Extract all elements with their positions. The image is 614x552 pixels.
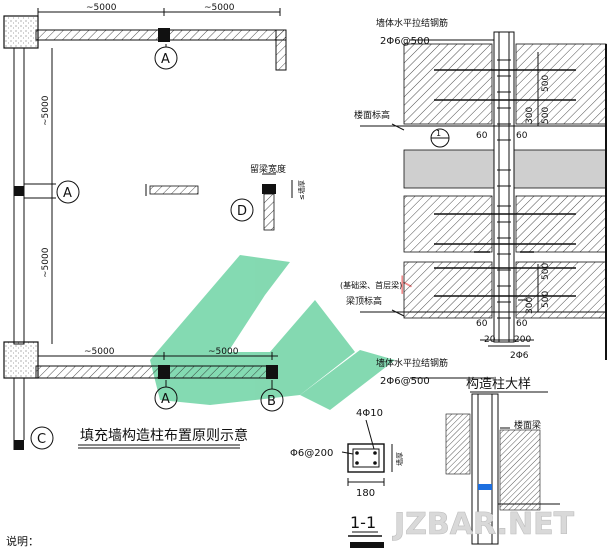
dim-60-lower-right: 60 xyxy=(516,319,528,329)
bottom-rebar-label: 墙体水平拉结钢筋 xyxy=(376,357,448,369)
top-rebar-label: 墙体水平拉结钢筋 xyxy=(376,17,448,29)
detail-title: 构造柱大样 xyxy=(466,377,531,392)
plan-view xyxy=(3,8,293,450)
dim-500-upper-2: 500 xyxy=(541,107,551,124)
stirrup-spec: Φ6@200 xyxy=(290,448,333,459)
beam-level-label: 梁顶标高 xyxy=(346,295,382,307)
column-detail xyxy=(445,391,560,545)
dim-300-lower: 300 xyxy=(525,297,535,314)
plan-labels: ~5000 ~5000 ~5000 ~5000 ~5000 ~5000 A A … xyxy=(6,3,306,548)
floor-beam-label: 楼面梁 xyxy=(514,419,541,431)
dim-left-lower: ~5000 xyxy=(41,247,51,278)
wall-section xyxy=(360,31,607,379)
callout-d: D xyxy=(237,204,247,219)
dim-60-upper-right: 60 xyxy=(516,131,528,141)
foundation-note: (基础梁、首层梁) xyxy=(340,280,402,290)
dim-60-upper-left: 60 xyxy=(476,131,488,141)
section-cut-1: 1 xyxy=(436,129,441,138)
dim-500-upper: 500 xyxy=(541,75,551,92)
column-width: 180 xyxy=(356,488,375,499)
wall-thickness-label: 墙厚 xyxy=(395,452,404,466)
dim-500-lower: 500 xyxy=(541,263,551,280)
dim-500-lower-2: 500 xyxy=(541,291,551,308)
note-label: 说明： xyxy=(6,534,39,548)
dim-bottom-right: ~5000 xyxy=(208,347,239,357)
callout-a-top: A xyxy=(161,52,170,67)
callout-a-mid: A xyxy=(63,186,72,201)
dim-300-upper: 300 xyxy=(525,107,535,124)
opening-width-label: 留梁宽度 xyxy=(250,163,286,175)
column-section xyxy=(341,419,393,548)
dim-left-upper: ~5000 xyxy=(41,95,51,126)
bottom-rebar-spec: 2Φ6@500 xyxy=(380,376,430,387)
top-rebar-spec: 2Φ6@500 xyxy=(380,36,430,47)
dim-top-right: ~5000 xyxy=(204,3,235,13)
floor-level-label: 楼面标高 xyxy=(354,109,390,121)
dim-200: 200 xyxy=(514,335,531,345)
dim-20: 20 xyxy=(484,335,496,345)
callout-b: B xyxy=(267,394,276,409)
dim-60-lower-left: 60 xyxy=(476,319,488,329)
column-section-labels: 4Φ10 Φ6@200 180 墙厚 1-1 xyxy=(290,408,404,532)
callout-a-bottom: A xyxy=(161,392,170,407)
bottom-2phi6: 2Φ6 xyxy=(510,351,529,361)
dim-top-left: ~5000 xyxy=(86,3,117,13)
callout-c: C xyxy=(37,432,46,447)
top-bar-spec: 4Φ10 xyxy=(356,408,383,419)
section-title-1-1: 1-1 xyxy=(350,513,376,532)
detail-labels: 构造柱大样 楼面梁 xyxy=(466,377,541,431)
opening-dim-label: ≤墙厚 xyxy=(297,180,306,200)
dim-bottom-left: ~5000 xyxy=(84,347,115,357)
svg-text:JZBAR.NET: JZBAR.NET xyxy=(392,507,575,542)
plan-title: 填充墙构造柱布置原则示意 xyxy=(80,427,248,444)
section-labels: 墙体水平拉结钢筋 2Φ6@500 楼面标高 (基础梁、首层梁) 梁顶标高 墙体水… xyxy=(340,17,551,387)
watermark-text: JZBAR.NET xyxy=(392,507,575,543)
